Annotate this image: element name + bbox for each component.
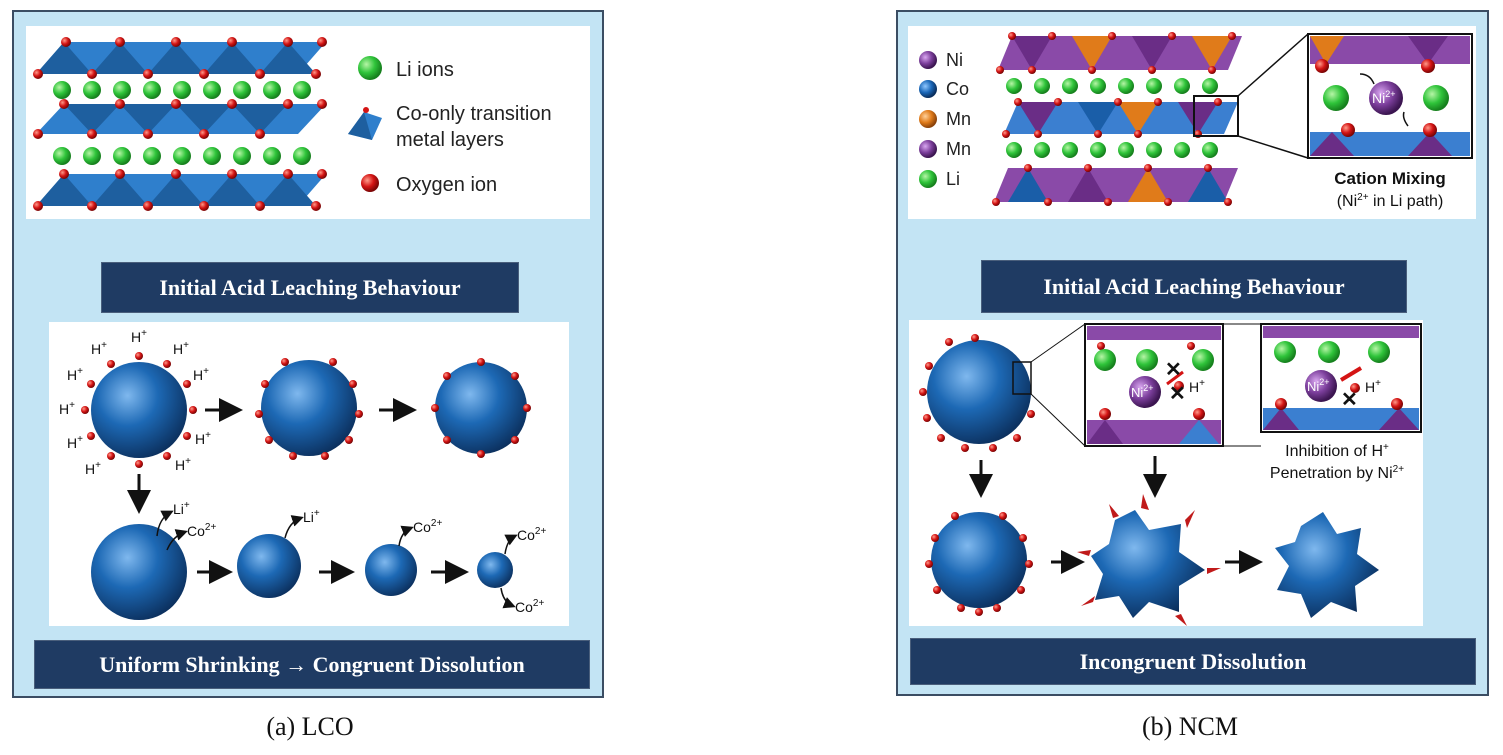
ncm-particle-2 xyxy=(931,512,1027,608)
lco-banner-dissolution: Uniform Shrinking → Congruent Dissolutio… xyxy=(34,640,590,689)
co-legend-icon xyxy=(919,80,937,98)
ncm-tm-layer-1 xyxy=(998,36,1242,70)
h-label-inset-2: H+ xyxy=(1365,378,1381,395)
lco-protons-3 xyxy=(431,358,531,458)
release-arrow-co-3 xyxy=(504,534,518,555)
svg-text:H+: H+ xyxy=(131,328,147,345)
li-release-label-1: Li+ xyxy=(173,500,190,517)
svg-text:H+: H+ xyxy=(173,340,189,357)
svg-text:H+: H+ xyxy=(59,400,75,417)
lco-particle-2 xyxy=(261,360,357,456)
svg-text:Ni2+: Ni2+ xyxy=(1131,383,1154,400)
ni-in-li-path-label: (Ni2+ in Li path) xyxy=(1337,192,1444,210)
lco-shrinking-particle-2 xyxy=(237,534,301,598)
ncm-etch-spikes-1 xyxy=(1077,494,1221,626)
proton-blocked-inset-2: Ni2+ H+ ✕ xyxy=(1260,323,1422,433)
lco-proton-labels: H+ H+ H+ H+ H+ H+ H+ H+ H+ H+ xyxy=(59,328,211,477)
lco-shrinking-particle-1 xyxy=(91,524,187,620)
ncm-leaching-diagram: Ni2+ H+ ✕ ✕ Ni2+ H+ ✕ Inhibition of H+ P… xyxy=(909,320,1423,626)
lco-caption: (a) LCO xyxy=(266,712,354,741)
tm-legend-label-2: metal layers xyxy=(396,129,504,151)
blocked-mark-2: ✕ xyxy=(1169,383,1186,405)
ncm-particle-initial xyxy=(927,340,1031,444)
li-ion-row-2 xyxy=(53,147,311,165)
svg-text:Ni2+: Ni2+ xyxy=(1307,377,1330,394)
svg-text:H+: H+ xyxy=(67,434,83,451)
ncm-li-row-1 xyxy=(1006,78,1218,94)
lco-particle-3 xyxy=(435,362,527,454)
li-release-label-2: Li+ xyxy=(303,508,320,525)
ncm-legend: Ni Co Mn Mn Li xyxy=(919,50,971,189)
co-legend-label: Co xyxy=(946,79,969,99)
ncm-caption: (b) NCM xyxy=(1141,712,1239,741)
li-legend-icon-ncm xyxy=(919,170,937,188)
li-ion-row-1 xyxy=(53,81,311,99)
li-legend-icon xyxy=(358,56,382,80)
ncm-banner-initial: Initial Acid Leaching Behaviour xyxy=(981,260,1407,313)
lco-leaching-diagram: H+ H+ H+ H+ H+ H+ H+ H+ H+ H+ Li+ Co2+ L… xyxy=(49,322,569,626)
ncm-zoom-box xyxy=(1012,361,1032,395)
ni-legend-icon xyxy=(919,51,937,69)
ncm-structure-diagram: Ni Co Mn Mn Li xyxy=(908,26,1476,219)
release-arrow-co-4 xyxy=(500,587,516,609)
h-label-inset-1: H+ xyxy=(1189,378,1205,395)
svg-text:H+: H+ xyxy=(193,366,209,383)
svg-text:H+: H+ xyxy=(175,456,191,473)
inhibition-label-1: Inhibition of H+ xyxy=(1285,442,1389,460)
lco-structure-diagram: Li ions Co-only transition metal layers … xyxy=(26,26,590,219)
co-layer-2 xyxy=(36,104,326,134)
tm-layer-legend-icon xyxy=(348,107,382,140)
li-legend-label: Li ions xyxy=(396,59,454,81)
oxygen-legend-label: Oxygen ion xyxy=(396,174,497,196)
li-legend-label-ncm: Li xyxy=(946,169,960,189)
svg-text:Ni2+: Ni2+ xyxy=(1372,89,1396,106)
release-arrow-co-2 xyxy=(398,525,414,547)
proton-blocked-inset-1: Ni2+ H+ ✕ ✕ xyxy=(1084,323,1224,447)
svg-text:H+: H+ xyxy=(67,366,83,383)
mn-legend-label-2: Mn xyxy=(946,139,971,159)
svg-text:H+: H+ xyxy=(85,460,101,477)
lco-particle-h-covered xyxy=(91,362,187,458)
ncm-etched-particle-1 xyxy=(1091,510,1205,618)
ncm-protons-initial xyxy=(919,334,1035,452)
cation-mixing-inset: Ni2+ xyxy=(1307,33,1473,159)
co-release-label-1: Co2+ xyxy=(187,522,216,539)
lco-shrinking-particle-3 xyxy=(365,544,417,596)
co-release-label-3: Co2+ xyxy=(517,526,546,543)
oxygen-atoms xyxy=(33,37,327,211)
zoom-selector xyxy=(1193,95,1239,137)
lco-protons-1 xyxy=(81,352,197,468)
svg-text:H+: H+ xyxy=(195,430,211,447)
co-release-label-4: Co2+ xyxy=(515,598,544,615)
inhibition-label-2: Penetration by Ni2+ xyxy=(1270,464,1404,482)
oxygen-legend-icon xyxy=(361,174,379,192)
lco-shrinking-particle-4 xyxy=(477,552,513,588)
svg-text:H+: H+ xyxy=(91,340,107,357)
co-release-label-2: Co2+ xyxy=(413,518,442,535)
tm-legend-label-1: Co-only transition xyxy=(396,103,552,125)
co-layer-3 xyxy=(36,174,326,206)
release-arrow-li-1 xyxy=(156,510,174,537)
ncm-etched-particle-2 xyxy=(1275,512,1379,618)
co-layer-1 xyxy=(36,42,326,74)
mn-legend-icon-2 xyxy=(919,140,937,158)
mn-legend-icon-1 xyxy=(919,110,937,128)
ncm-tm-layer-3 xyxy=(994,168,1238,202)
ncm-protons-2 xyxy=(925,512,1033,616)
release-arrow-li-2 xyxy=(284,515,304,539)
mn-legend-label-1: Mn xyxy=(946,109,971,129)
ncm-banner-dissolution: Incongruent Dissolution xyxy=(910,638,1476,685)
ncm-tm-layer-2 xyxy=(1004,102,1238,134)
cation-mixing-label: Cation Mixing xyxy=(1334,169,1445,188)
blocked-mark-1: ✕ xyxy=(1165,359,1182,381)
release-arrow-co-1 xyxy=(166,529,188,551)
ncm-li-row-2 xyxy=(1006,142,1218,158)
blocked-mark-3: ✕ xyxy=(1341,389,1358,411)
ni-legend-label: Ni xyxy=(946,50,963,70)
lco-protons-2 xyxy=(255,358,363,460)
lco-banner-initial: Initial Acid Leaching Behaviour xyxy=(101,262,519,313)
